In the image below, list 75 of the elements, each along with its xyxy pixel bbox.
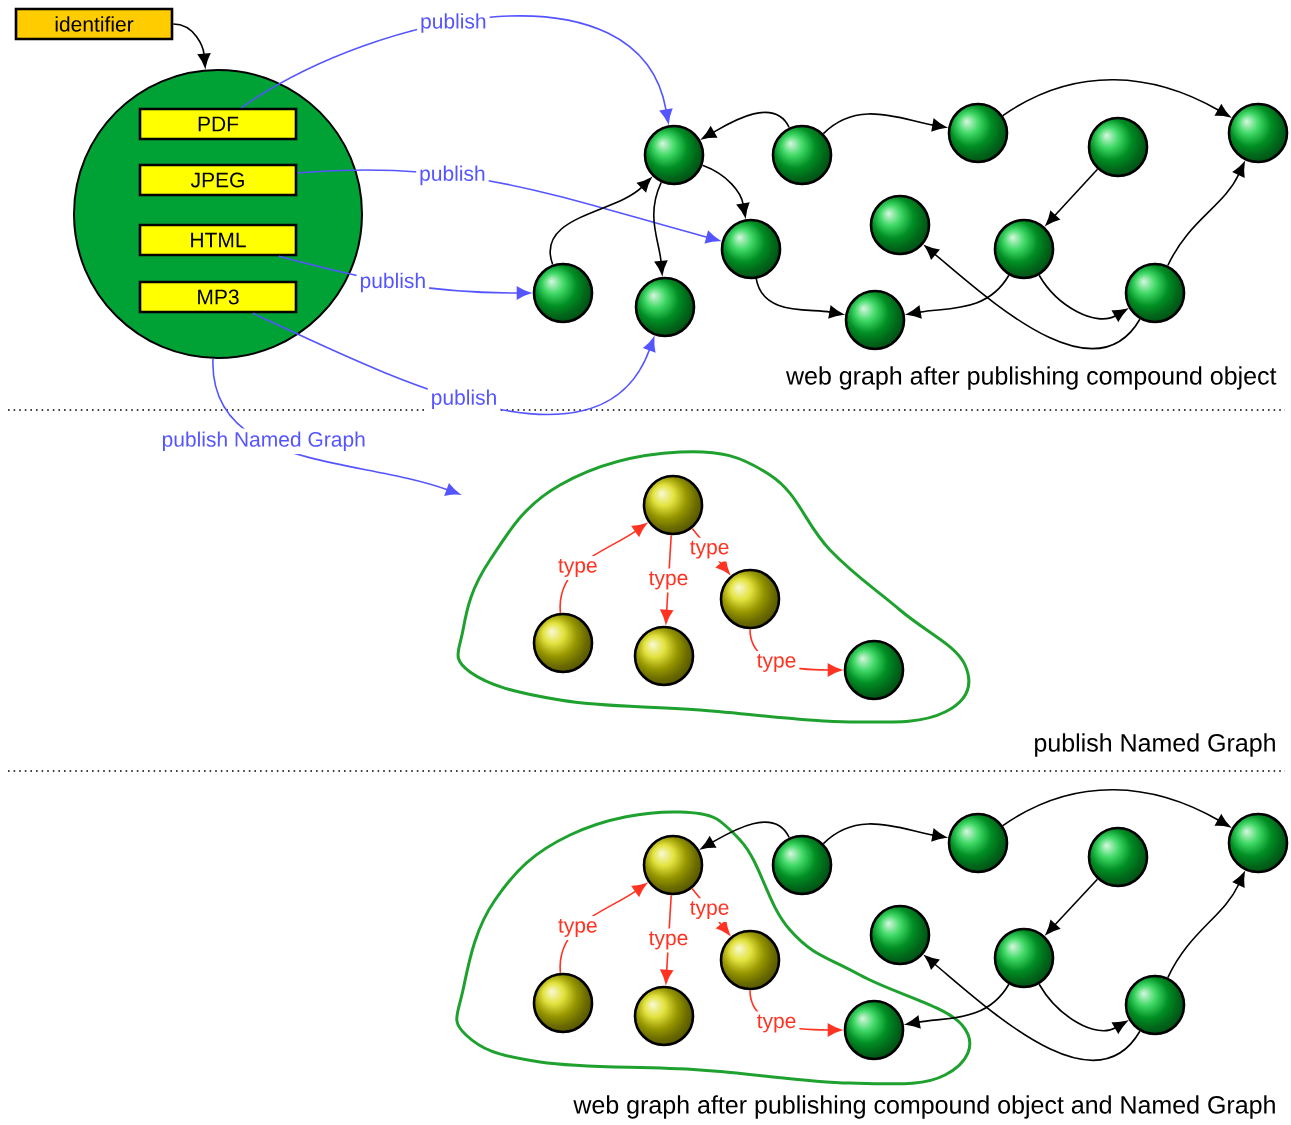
- arrow: [905, 983, 1010, 1029]
- graph-node-circle: [1227, 102, 1289, 164]
- identifier-box: identifier: [14, 7, 174, 41]
- arrow: [822, 113, 947, 135]
- graph-node-circle: [844, 289, 906, 351]
- arrow: [1002, 78, 1231, 118]
- graph-node-circle: [947, 102, 1009, 164]
- graph-node-circle: [719, 929, 781, 991]
- graph-node-circle: [642, 834, 704, 896]
- graph-node-circle: [843, 639, 905, 701]
- arrow: [701, 111, 790, 140]
- graph-node-circle: [643, 124, 705, 186]
- arrow: [822, 823, 947, 845]
- edge-label: type: [645, 568, 692, 593]
- edge-label: type: [753, 1011, 800, 1036]
- graph-node-circle: [532, 972, 594, 1034]
- graph-node-circle: [532, 612, 594, 674]
- arrow: [549, 177, 652, 266]
- arrow: [660, 534, 673, 624]
- arrow: [1045, 878, 1099, 935]
- edge-label: type: [686, 537, 733, 562]
- graph-node-circle: [532, 262, 594, 324]
- named-graph-outline: [455, 810, 972, 1086]
- graph-node-circle: [771, 834, 833, 896]
- arrow: [172, 23, 211, 68]
- edge-label: publish: [356, 269, 430, 296]
- arrow: [660, 894, 673, 984]
- named-graph-outline: [456, 450, 971, 724]
- arrow: [924, 245, 1141, 350]
- arrow: [906, 274, 1010, 319]
- arrow: [1038, 983, 1128, 1034]
- edge-label: type: [686, 898, 733, 923]
- edge-label: publish: [417, 10, 490, 36]
- format-box: MP3: [138, 280, 298, 314]
- graph-node-circle: [1227, 812, 1289, 874]
- caption: web graph after publishing compound object and Named Graph: [573, 1095, 1275, 1119]
- graph-node-circle: [993, 927, 1055, 989]
- graph-node-circle: [993, 218, 1055, 280]
- edge-label: publish: [416, 162, 489, 189]
- edge-label: publish Named Graph: [158, 428, 369, 454]
- graph-node-circle: [720, 218, 782, 280]
- graph-node-circle: [634, 276, 696, 338]
- caption: web graph after publishing compound object: [786, 366, 1277, 390]
- graph-node-circle: [869, 904, 931, 966]
- arrow: [1167, 162, 1245, 267]
- graph-node-circle: [1087, 826, 1149, 888]
- graph-node-circle: [771, 124, 833, 186]
- edge-label: publish: [427, 386, 501, 412]
- graph-node-circle: [1124, 262, 1186, 324]
- caption: publish Named Graph: [1035, 733, 1275, 757]
- graph-node-circle: [869, 194, 931, 256]
- graph-node-circle: [1087, 116, 1149, 178]
- graph-node-circle: [633, 985, 695, 1047]
- edge-label: type: [645, 928, 692, 953]
- arrow: [755, 278, 844, 319]
- arrow: [1045, 168, 1099, 226]
- graph-node-circle: [633, 625, 695, 687]
- graph-node-circle: [1124, 974, 1186, 1036]
- arrow: [924, 955, 1141, 1062]
- graph-node-circle: [947, 812, 1009, 874]
- graph-node-circle: [642, 474, 704, 536]
- edge-label: type: [753, 650, 800, 675]
- arrow: [701, 164, 750, 218]
- edge-label: type: [554, 915, 601, 940]
- arrow: [1167, 872, 1245, 979]
- format-box: JPEG: [138, 163, 298, 197]
- edge-label: type: [554, 555, 601, 580]
- arrow: [653, 181, 668, 275]
- format-box: HTML: [138, 223, 298, 257]
- arrow: [1002, 788, 1231, 828]
- arrow: [700, 821, 790, 850]
- format-box: PDF: [138, 107, 298, 141]
- graph-node-circle: [843, 999, 905, 1061]
- graph-node-circle: [719, 568, 781, 630]
- arrow: [1038, 274, 1128, 322]
